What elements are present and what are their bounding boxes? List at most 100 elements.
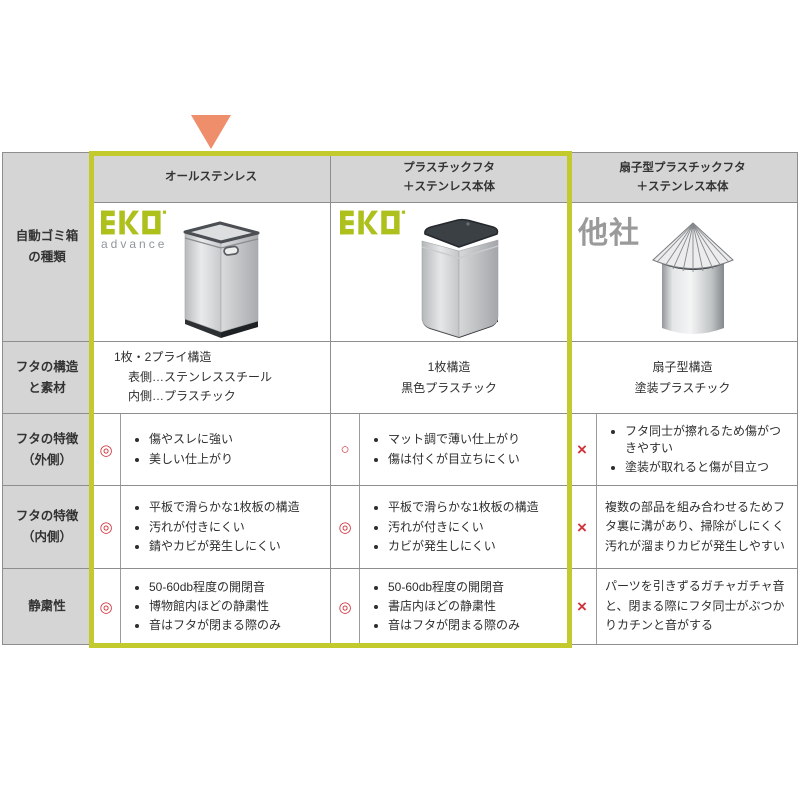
feature-item: 傷やスレに強い — [149, 431, 324, 448]
feature-item: 塗装が取れると傷が目立つ — [625, 459, 791, 476]
row-header-line: フタの特徴 — [15, 431, 79, 446]
column-title-line: プラスチックフタ — [403, 162, 495, 175]
eko-logo-icon — [340, 210, 406, 235]
product-columns: オールステンレス advance 1枚・2プライ構造表側…ステ — [91, 153, 797, 644]
row-header-line: の種類 — [28, 250, 66, 264]
feature-content: マット調で薄い仕上がり傷は付くが目立ちにくい — [360, 414, 567, 485]
bin-illustration-wrap — [92, 203, 330, 341]
other-company-label: 他社 — [578, 217, 640, 250]
rating-mark-box: ○ — [331, 414, 360, 485]
feature-item: 書店内ほどの静粛性 — [388, 598, 561, 615]
feature-item: 錆やカビが発生しにくい — [149, 538, 324, 555]
structure-line: 黒色プラスチック — [401, 380, 497, 395]
feature-content: 複数の部品を組み合わせるためフタ裏に溝があり、掃除がしにくく汚れが溜まりカビが発… — [597, 486, 797, 568]
feature-item: 音はフタが閉まる際のみ — [149, 617, 324, 634]
feature-list: 平板で滑らかな1枚板の構造汚れが付きにくい錆やカビが発生しにくい — [127, 497, 324, 557]
plastic-lid-bin-illustration — [421, 218, 499, 338]
structure-line: 1枚・2プライ構造 — [114, 350, 212, 365]
feature-list: 平板で滑らかな1枚板の構造汚れが付きにくいカビが発生しにくい — [366, 497, 561, 557]
feature-cell-2: × パーツを引きずるガチャガチャ音と、閉まる際にフタ同士がぶつかりカチンと音がする — [568, 569, 797, 644]
feature-list: フタ同士が擦れるため傷がつきやすい塗装が取れると傷が目立つ — [603, 421, 791, 479]
row-header-1: フタの構造と素材 — [3, 342, 91, 414]
eko-advance-label: advance — [101, 237, 168, 251]
feature-list: 傷やスレに強い美しい仕上がり — [127, 429, 324, 470]
all-stainless-bin-illustration — [183, 221, 260, 338]
rating-mark-box: ◎ — [331, 569, 360, 644]
product-image-cell — [331, 203, 567, 342]
rating-circle-icon: ◎ — [338, 598, 352, 616]
column-title-line: オールステンレス — [165, 171, 257, 184]
rating-circle-icon: ◎ — [99, 519, 113, 536]
product-image-cell: 他社 — [568, 203, 797, 342]
feature-content: 50-60db程度の開閉音書店内ほどの静粛性音はフタが閉まる際のみ — [360, 569, 567, 644]
rating-cross-icon: × — [577, 597, 587, 616]
comparison-table: 自動ゴミ箱の種類フタの構造と素材フタの特徴 （外側） フタの特徴 （内側） 静粛性 オー… — [2, 151, 798, 648]
row-header-0: 自動ゴミ箱の種類 — [3, 153, 91, 342]
structure-line: 扇子型構造 — [652, 360, 713, 375]
product-column-0: オールステンレス advance 1枚・2プライ構造表側…ステ — [91, 153, 330, 644]
feature-item: マット調で薄い仕上がり — [388, 431, 561, 448]
eko-logo-icon — [101, 210, 167, 235]
lid-structure-cell: 扇子型構造塗装プラスチック — [568, 342, 797, 414]
feature-list: マット調で薄い仕上がり傷は付くが目立ちにくい — [366, 429, 561, 470]
rating-circle-icon: ◎ — [99, 598, 113, 616]
bin-illustration-wrap — [331, 203, 567, 341]
column-title: オールステンレス — [92, 153, 330, 203]
feature-item: 50-60db程度の開閉音 — [149, 579, 324, 596]
rating-mark-box: × — [568, 569, 597, 644]
feature-content: 平板で滑らかな1枚板の構造汚れが付きにくいカビが発生しにくい — [360, 486, 567, 568]
lid-structure-cell: 1枚・2プライ構造表側…ステンレススチール内側…プラスチック — [92, 342, 330, 414]
row-header-line: フタの特徴 — [15, 509, 79, 524]
feature-cell-2: ◎ 50-60db程度の開閉音書店内ほどの静粛性音はフタが閉まる際のみ — [331, 569, 567, 644]
feature-list: 50-60db程度の開閉音書店内ほどの静粛性音はフタが閉まる際のみ — [366, 576, 561, 636]
structure-line: 表側…ステンレススチール — [128, 369, 273, 384]
feature-item: 平板で滑らかな1枚板の構造 — [388, 499, 561, 516]
feature-cell-2: ◎ 50-60db程度の開閉音博物館内ほどの静粛性音はフタが閉まる際のみ — [92, 569, 330, 644]
rating-mark-box: × — [568, 414, 597, 485]
rating-cross-icon: × — [577, 517, 587, 537]
row-header-line: と素材 — [28, 380, 66, 395]
structure-line: 内側…プラスチック — [128, 389, 236, 404]
feature-item: フタ同士が擦れるため傷がつきやすい — [625, 423, 791, 457]
feature-content: 50-60db程度の開閉音博物館内ほどの静粛性音はフタが閉まる際のみ — [121, 569, 330, 644]
feature-content: 傷やスレに強い美しい仕上がり — [121, 414, 330, 485]
feature-list: 50-60db程度の開閉音博物館内ほどの静粛性音はフタが閉まる際のみ — [127, 576, 324, 636]
eko-brand: advance — [101, 210, 167, 251]
rating-cross-icon: × — [577, 440, 587, 459]
feature-item: 汚れが付きにくい — [149, 519, 324, 536]
row-header-column: 自動ゴミ箱の種類フタの構造と素材フタの特徴 （外側） フタの特徴 （内側） 静粛性 — [3, 153, 91, 644]
row-header-4: 静粛性 — [3, 569, 91, 644]
feature-item: 50-60db程度の開閉音 — [388, 579, 561, 596]
row-header-line: （内側） — [21, 530, 72, 544]
feature-cell-1: ◎平板で滑らかな1枚板の構造汚れが付きにくいカビが発生しにくい — [331, 486, 567, 569]
product-column-1: プラスチックフタ＋ステンレス本体 1枚構造黒色プラスチック○ — [330, 153, 567, 644]
structure-line: 塗装プラスチック — [634, 380, 731, 395]
rating-circle-icon: ○ — [340, 441, 350, 458]
feature-cell-0: ○ マット調で薄い仕上がり傷は付くが目立ちにくい — [331, 414, 567, 486]
row-header-line: 自動ゴミ箱 — [15, 229, 79, 244]
feature-item: 博物館内ほどの静粛性 — [149, 598, 324, 615]
row-header-3: フタの特徴 （内側） — [3, 486, 91, 569]
feature-content: 平板で滑らかな1枚板の構造汚れが付きにくい錆やカビが発生しにくい — [121, 486, 330, 568]
column-title: 扇子型プラスチックフタ＋ステンレス本体 — [568, 153, 797, 203]
feature-cell-1: × 複数の部品を組み合わせるためフタ裏に溝があり、掃除がしにくく汚れが溜まりカビが… — [568, 486, 797, 569]
fan-lid-bin-illustration — [651, 222, 734, 334]
feature-text: 複数の部品を組み合わせるためフタ裏に溝があり、掃除がしにくく汚れが溜まりカビが発… — [605, 499, 786, 553]
column-title-line: ＋ステンレス本体 — [636, 180, 729, 193]
down-triangle-pointer — [191, 115, 231, 149]
rating-mark-box: ◎ — [331, 486, 360, 568]
feature-item: 音はフタが閉まる際のみ — [388, 617, 561, 634]
feature-item: 平板で滑らかな1枚板の構造 — [149, 499, 324, 516]
feature-item: カビが発生しにくい — [388, 538, 561, 555]
row-header-line: （外側） — [21, 452, 72, 467]
bin-illustration-wrap — [568, 203, 797, 341]
product-image-cell: advance — [92, 203, 330, 342]
row-header-line: 静粛性 — [28, 599, 66, 614]
rating-circle-icon: ◎ — [99, 441, 113, 459]
feature-cell-0: ◎ 傷やスレに強い美しい仕上がり — [92, 414, 330, 486]
feature-content: パーツを引きずるガチャガチャ音と、閉まる際にフタ同士がぶつかりカチンと音がする — [597, 569, 797, 644]
rating-mark-box: ◎ — [92, 414, 121, 485]
feature-item: 傷は付くが目立ちにくい — [388, 451, 561, 468]
structure-line: 1枚構造 — [427, 360, 471, 375]
